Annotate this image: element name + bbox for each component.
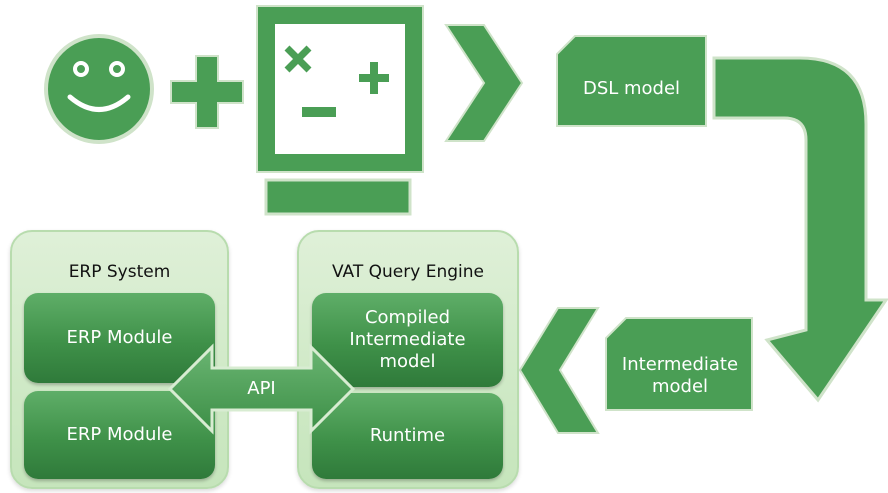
compiled-intermediate-model-module: Compiled Intermediate model [312,293,503,387]
runtime-label: Runtime [369,425,446,446]
compiled-intermediate-model-label: Compiled Intermediate model [349,307,466,372]
api-label: API [247,378,276,399]
vat-query-engine-container: VAT Query Engine Compiled Intermediate m… [297,230,519,489]
plus-icon [170,55,244,129]
erp-module-1: ERP Module [24,293,215,383]
erp-system-container: ERP System ERP Module ERP Module [10,230,229,489]
chevron-left-icon [518,307,600,434]
erp-module-2: ERP Module [24,391,215,479]
erp-module-1-label: ERP Module [66,327,173,348]
computer-monitor-icon [256,5,424,216]
erp-module-2-label: ERP Module [66,424,173,445]
erp-system-title: ERP System [68,262,171,282]
dsl-model-document [556,35,707,127]
runtime-module: Runtime [312,393,503,479]
vat-query-engine-title: VAT Query Engine [332,262,484,282]
intermediate-model-document [605,317,753,411]
curved-arrow-icon [712,56,888,403]
chevron-right-icon [444,24,524,142]
intermediate-model-label: Intermediate model [621,354,739,397]
dsl-model-label: DSL model [582,78,681,99]
smiley-icon [44,34,154,144]
